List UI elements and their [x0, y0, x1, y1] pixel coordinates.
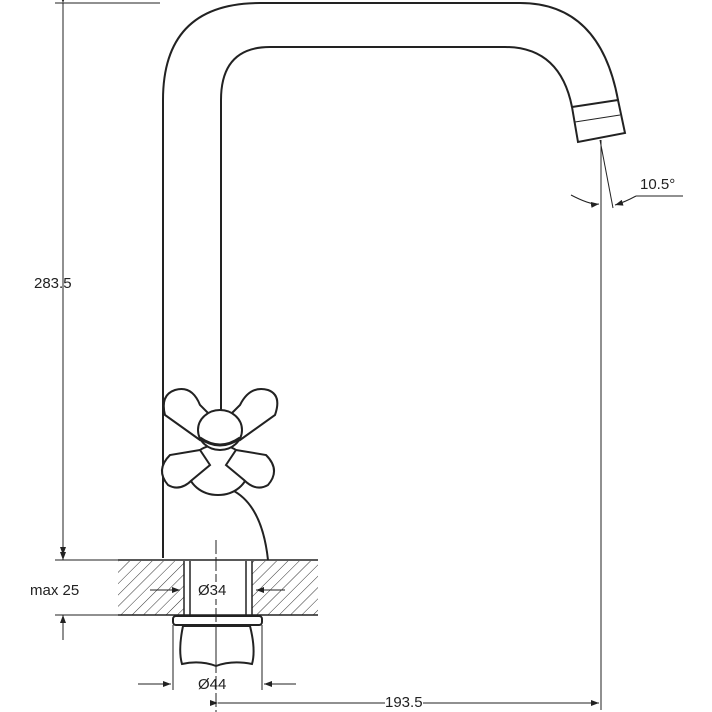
countertop [118, 561, 318, 616]
height-dimension-label: 283.5 [34, 275, 72, 292]
spout-inner [220, 46, 573, 410]
mounting-nut [172, 615, 263, 668]
nut-diameter-label: Ø44 [198, 676, 227, 693]
countertop-max-label: max 25 [30, 582, 80, 599]
faucet-outline [118, 2, 627, 561]
reach-dimension-label: 193.5 [385, 694, 423, 711]
spout-outer [162, 2, 619, 558]
aerator [570, 98, 627, 144]
cross-handles [161, 388, 279, 496]
spout-angle-label: 10.5° [640, 176, 676, 193]
hole-diameter-label: Ø34 [198, 582, 227, 599]
body-curve [231, 489, 269, 561]
